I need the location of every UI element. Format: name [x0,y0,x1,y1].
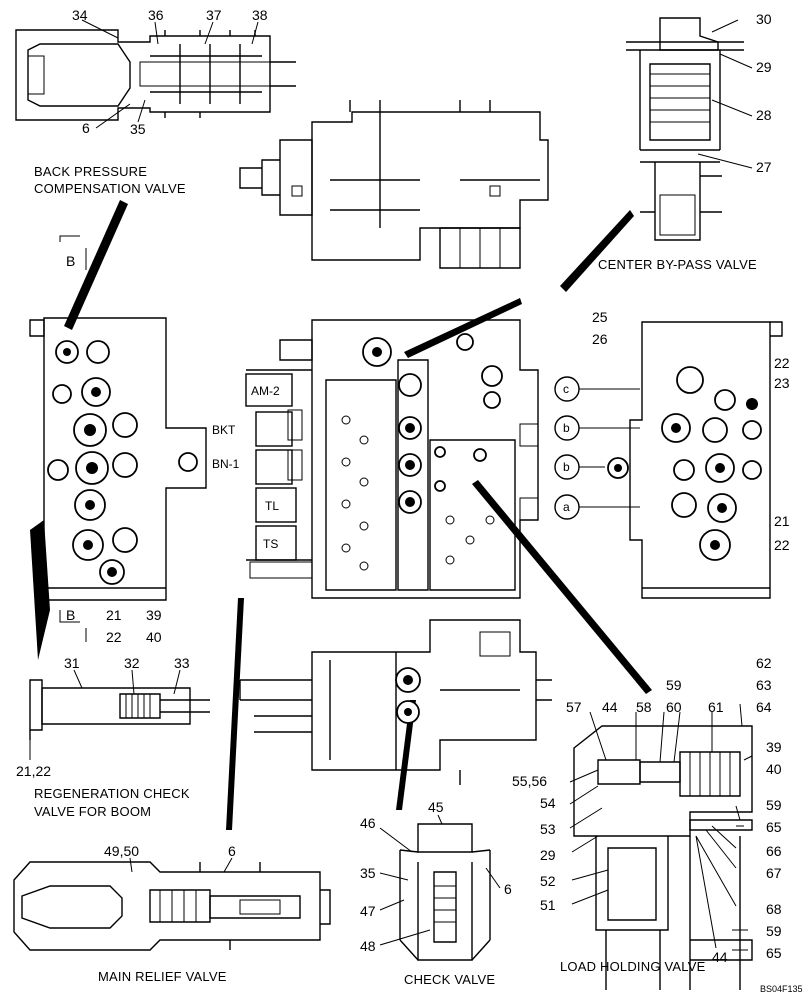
port-circle-a: a [554,494,580,520]
section-mark-bottom: B [66,607,75,623]
main-relief-valve [13,861,331,951]
port-bkt: BKT [212,423,236,437]
caption-regeneration-line2: VALVE FOR BOOM [34,804,151,819]
caption-center-bypass: CENTER BY-PASS VALVE [598,257,757,272]
callout-66: 66 [766,843,782,859]
callout-22-left: 22 [106,629,122,645]
port-ts: TS [263,537,278,551]
port-am2: AM-2 [251,384,280,398]
valve-assembly-top [239,100,549,269]
callout-64: 64 [756,699,772,715]
callout-63: 63 [756,677,772,693]
port-c: c [563,382,569,396]
callout-45: 45 [428,799,444,815]
callout-21-22: 21,22 [16,763,51,779]
valve-assembly-lower [239,619,552,785]
callout-48: 48 [360,938,376,954]
regeneration-check-valve [29,679,210,740]
port-box-am2 [245,373,293,407]
caption-back-pressure-line2: COMPENSATION VALVE [34,181,186,196]
figure-id: BS04F135 [760,984,803,994]
callout-29-bottom: 29 [540,847,556,863]
port-circle-b2: b [554,454,580,480]
callout-27: 27 [756,159,772,175]
port-tl: TL [265,499,279,513]
callout-54: 54 [540,795,556,811]
callout-57: 57 [566,699,582,715]
callout-32: 32 [124,655,140,671]
callout-52: 52 [540,873,556,889]
callout-38: 38 [252,7,268,23]
valve-block-left [29,317,207,601]
caption-back-pressure-line1: BACK PRESSURE [34,164,147,179]
callout-34: 34 [72,7,88,23]
valve-block-right [607,321,783,599]
callout-44-top: 44 [602,699,618,715]
callout-68: 68 [766,901,782,917]
callout-30: 30 [756,11,772,27]
pointer-strokes [30,200,652,830]
main-valve-body [246,319,539,599]
callout-6-relief: 6 [228,843,236,859]
callout-35-check: 35 [360,865,376,881]
caption-main-relief: MAIN RELIEF VALVE [98,969,227,984]
callout-21-left: 21 [106,607,122,623]
callout-25: 25 [592,309,608,325]
callout-22-right-bottom: 22 [774,537,790,553]
section-mark-top: B [66,253,75,269]
callout-6-check: 6 [504,881,512,897]
port-box-bkt [255,411,293,447]
callout-67: 67 [766,865,782,881]
callout-65-mid: 65 [766,819,782,835]
caption-load-holding: LOAD HOLDING VALVE [560,959,706,974]
callout-6-top: 6 [82,120,90,136]
port-box-bn1 [255,449,293,485]
callout-49-50: 49,50 [104,843,139,859]
caption-regeneration-line1: REGENERATION CHECK [34,786,190,801]
callout-26: 26 [592,331,608,347]
callout-61: 61 [708,699,724,715]
caption-check-valve: CHECK VALVE [404,972,495,987]
port-box-tl [255,487,297,523]
callout-22-right-top: 22 [774,355,790,371]
callout-23: 23 [774,375,790,391]
port-circle-b1: b [554,415,580,441]
callout-59-top: 59 [666,677,682,693]
callout-21-right: 21 [774,513,790,529]
callout-37: 37 [206,7,222,23]
callout-35-top: 35 [130,121,146,137]
callout-39-left: 39 [146,607,162,623]
check-valve [399,823,491,961]
port-box-ts [255,525,297,561]
callout-65-bottom: 65 [766,945,782,961]
callout-44-bottom: 44 [712,949,728,965]
center-bypass-valve [626,17,744,241]
callout-40-right: 40 [766,761,782,777]
callout-31: 31 [64,655,80,671]
port-circle-c: c [554,376,580,402]
callout-29-top: 29 [756,59,772,75]
callout-59-mid: 59 [766,797,782,813]
callout-28: 28 [756,107,772,123]
callout-53: 53 [540,821,556,837]
load-holding-valve [573,725,753,990]
callout-33: 33 [174,655,190,671]
callout-59-bottom: 59 [766,923,782,939]
port-b2: b [563,460,570,474]
callout-46: 46 [360,815,376,831]
port-b1: b [563,421,570,435]
port-bn1: BN-1 [212,457,240,471]
callout-39-right: 39 [766,739,782,755]
callout-36: 36 [148,7,164,23]
callout-55-56: 55,56 [512,773,547,789]
callout-40-left: 40 [146,629,162,645]
callout-47: 47 [360,903,376,919]
cartridge-valve-top-left [15,29,296,121]
callout-62: 62 [756,655,772,671]
port-a: a [563,500,570,514]
callout-51: 51 [540,897,556,913]
callout-58: 58 [636,699,652,715]
callout-60: 60 [666,699,682,715]
